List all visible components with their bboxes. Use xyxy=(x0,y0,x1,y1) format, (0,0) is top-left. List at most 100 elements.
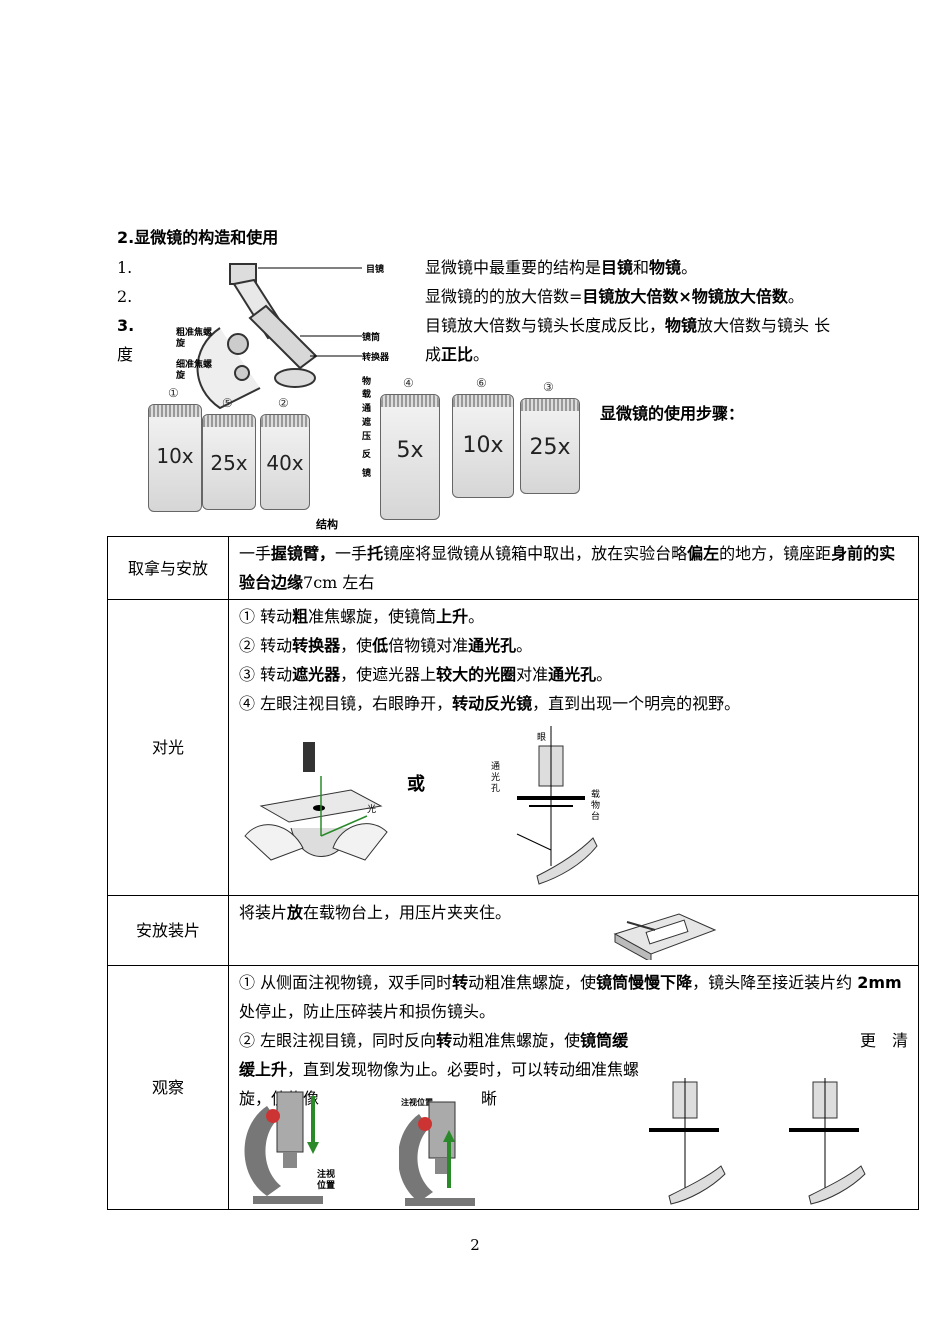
label-hole: 通 xyxy=(362,404,372,414)
text-run: ④ 左眼注视目镜，右眼睁开， xyxy=(239,694,453,713)
row-content-light: ① 转动粗准焦螺旋，使镜筒上升。 ② 转动转换器，使低倍物镜对准通光孔。 ③ 转… xyxy=(228,599,919,896)
text-run: 。 xyxy=(468,607,485,626)
or-text: 或 xyxy=(407,774,425,795)
list-num-3: 3. xyxy=(117,316,135,335)
figure-caption: 结构 xyxy=(316,518,338,531)
text-run: 。 xyxy=(516,636,533,655)
lens-cap xyxy=(149,405,201,417)
text-run: 7cm 左右 xyxy=(303,573,375,592)
lens-magnification: 10x xyxy=(462,433,504,458)
list-num-1: 1. xyxy=(117,258,133,277)
list-item-2: 显微镜的的放大倍数=目镜放大倍数×物镜放大倍数。 xyxy=(425,283,804,311)
text-run: 成 xyxy=(425,345,442,364)
text-run: 。 xyxy=(596,665,613,684)
page-number: 2 xyxy=(470,1236,480,1254)
label-coarse-focus: 粗准焦螺旋 xyxy=(176,328,213,349)
label-clip: 压 xyxy=(362,432,372,442)
label-stage-1: 物 xyxy=(362,377,372,387)
bold-text: 镜筒缓缓上升 xyxy=(239,1031,629,1079)
lens-mark: ② xyxy=(278,396,289,410)
text-run: ，直到出现一个明亮的视野。 xyxy=(532,694,741,713)
text-tail-1: 更 清 xyxy=(859,1031,908,1050)
label-watch-pos-2: 注视位置 xyxy=(401,1098,433,1107)
text-run: 。 xyxy=(787,287,804,306)
text-run: ① 从侧面注视物镜，双手同时 xyxy=(239,973,453,992)
text-run: 动粗准焦螺旋，使 xyxy=(468,973,597,992)
paragraph: ③ 转动遮光器，使遮光器上较大的光圈对准通光孔。 xyxy=(239,660,910,689)
list-item-3: 目镜放大倍数与镜头长度成反比，物镜放大倍数与镜头 长 xyxy=(425,312,830,340)
bold-text: 正比 xyxy=(441,345,474,364)
text-run: ，使 xyxy=(340,636,373,655)
text-run: 一手 xyxy=(239,544,272,563)
text-run: 放大倍数与镜头 长 xyxy=(697,316,831,335)
bold-text: 镜臂， xyxy=(287,544,336,563)
text-run: ① 转动 xyxy=(239,607,293,626)
row-content-take: 一手握镜臂，一手托镜座将显微镜从镜箱中取出，放在实验台略偏左的地方，镜座距身前的… xyxy=(228,536,919,600)
label-reflector: 反 xyxy=(362,450,372,460)
lens-cap xyxy=(203,415,255,427)
lens-magnification: 40x xyxy=(266,451,304,475)
label-eye: 眼 xyxy=(537,733,547,743)
text-run: 一手 xyxy=(335,544,368,563)
text-run: 倍物镜对准 xyxy=(388,636,469,655)
paragraph: ① 从侧面注视物镜，双手同时转动粗准焦螺旋，使镜筒慢慢下降，镜头降至接近装片约 … xyxy=(239,968,910,1026)
lens-body: 10x xyxy=(452,394,514,498)
bold-text: 镜筒慢慢下降 xyxy=(596,973,693,992)
text-run: ② 转动 xyxy=(239,636,293,655)
light-figures: 光 或 眼 通光孔 载物台 xyxy=(239,718,910,893)
light-path-diagram xyxy=(516,726,598,885)
list-item-1: 显微镜中最重要的结构是目镜和物镜。 xyxy=(425,254,697,282)
text-run: 的地方，镜座距 xyxy=(719,544,832,563)
label-light: 光 xyxy=(367,805,377,815)
bold-text: 通光孔 xyxy=(548,665,597,684)
hands-mirror-figure xyxy=(244,742,388,861)
text-run: 显微镜中最重要的结构是 xyxy=(425,258,602,277)
text-run: 。 xyxy=(681,258,698,277)
slide-stage-figure xyxy=(613,913,717,960)
table-row: 安放装片 将装片放在载物台上，用压片夹夹住。 xyxy=(107,895,919,966)
bold-text: 2mm xyxy=(857,973,902,992)
microscope-structure-figure xyxy=(196,263,362,410)
bold-text: 目镜 xyxy=(601,258,634,277)
text-run: 对准 xyxy=(516,665,549,684)
table-row: 取拿与安放 一手握镜臂，一手托镜座将显微镜从镜箱中取出，放在实验台略偏左的地方，… xyxy=(107,536,919,600)
bold-text: 遮光器 xyxy=(292,665,341,684)
section-title: 2.显微镜的构造和使用 xyxy=(117,228,279,247)
label-shade: 遮 xyxy=(362,418,372,428)
observe-figure-2 xyxy=(399,1101,475,1206)
lens-body: 25x xyxy=(202,414,256,510)
label-hole: 通光孔 xyxy=(491,762,501,794)
bold-text: 转 xyxy=(436,1031,453,1050)
lens-mark: ④ xyxy=(403,376,414,390)
lens-body: 25x xyxy=(520,398,580,494)
lens-magnification: 5x xyxy=(396,438,424,463)
text-run: 和 xyxy=(633,258,650,277)
paragraph: 一手握镜臂，一手托镜座将显微镜从镜箱中取出，放在实验台略偏左的地方，镜座距身前的… xyxy=(239,539,910,597)
paragraph: ② 转动转换器，使低倍物镜对准通光孔。 xyxy=(239,631,910,660)
lens-body: 5x xyxy=(380,394,440,520)
lens-magnification: 10x xyxy=(156,444,194,468)
label-converter: 转换器 xyxy=(362,353,390,363)
bold-text: 粗 xyxy=(292,607,309,626)
paragraph: ② 左眼注视目镜，同时反向转动粗准焦螺旋，使镜筒缓缓上升，直到发现物像为止。必要… xyxy=(239,1026,910,1113)
bold-text: 托 xyxy=(367,544,384,563)
lens-mark: ③ xyxy=(543,380,554,394)
text-run: 动粗准焦螺旋，使 xyxy=(452,1031,581,1050)
list-num-2: 2. xyxy=(117,287,133,306)
table-row: 观察 ① 从侧面注视物镜，双手同时转动粗准焦螺旋，使镜筒慢慢下降，镜头降至接近装… xyxy=(107,965,919,1210)
lens-body: 40x xyxy=(260,414,310,510)
lens-mark: ① xyxy=(168,386,179,400)
bold-text: 目镜放大倍数×物镜放大倍数 xyxy=(582,287,788,306)
lens-magnification: 25x xyxy=(210,451,248,475)
row-content-slide: 将装片放在载物台上，用压片夹夹住。 xyxy=(228,895,919,966)
bold-text: 低 xyxy=(372,636,389,655)
observe-figure-1 xyxy=(244,1091,323,1204)
label-stage-2: 载 xyxy=(362,390,372,400)
bold-text: 握 xyxy=(271,544,288,563)
label-mirror: 镜 xyxy=(362,469,372,479)
text-run: 目镜放大倍数与镜头长度成反比， xyxy=(425,316,666,335)
lens-cap xyxy=(381,395,439,407)
table-row: 对光 ① 转动粗准焦螺旋，使镜筒上升。 ② 转动转换器，使低倍物镜对准通光孔。 … xyxy=(107,599,919,896)
text-run: ③ 转动 xyxy=(239,665,293,684)
bold-text: 偏左 xyxy=(687,544,720,563)
